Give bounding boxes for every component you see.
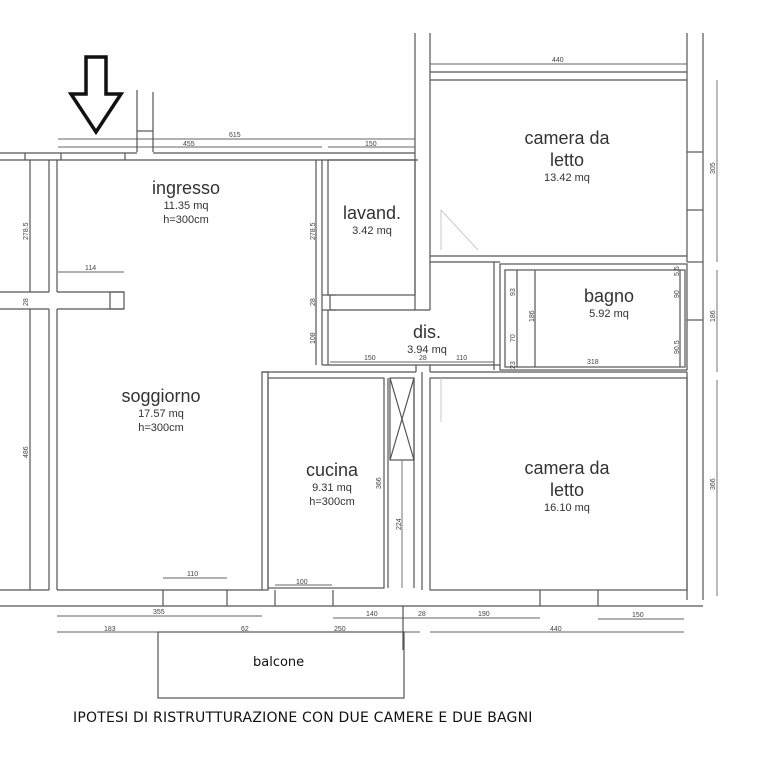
room-name: soggiorno <box>121 386 201 406</box>
dim-right-366: 366 <box>710 478 717 490</box>
room-lavanderia: lavand. 3.42 mq <box>343 202 401 238</box>
dim-right-186: 186 <box>710 310 717 322</box>
room-height: h=300cm <box>309 496 355 508</box>
room-name-line1: camera da <box>524 128 610 148</box>
dim-top-150: 150 <box>365 141 377 148</box>
room-area: 13.42 mq <box>544 172 590 184</box>
dim-bottom-150: 150 <box>632 612 644 619</box>
dim-bottom-140: 140 <box>366 611 378 618</box>
plan-caption: IPOTESI DI RISTRUTTURAZIONE CON DUE CAME… <box>73 710 533 726</box>
room-name: lavand. <box>342 203 402 223</box>
dim-bottom-250: 250 <box>334 626 346 633</box>
room-soggiorno: soggiorno 17.57 mq h=300cm <box>121 385 200 435</box>
room-area: 5.92 mq <box>589 308 629 320</box>
dim-left-28: 28 <box>23 298 30 306</box>
dim-dis-150: 150 <box>364 355 376 362</box>
room-name: ingresso <box>151 178 221 198</box>
dim-cucina-224: 224 <box>396 518 403 530</box>
dim-left-278-5: 278.5 <box>23 222 30 240</box>
room-area: 9.31 mq <box>312 482 352 494</box>
room-name: dis. <box>412 322 441 342</box>
room-area: 11.35 mq <box>163 200 209 212</box>
room-cucina: cucina 9.31 mq h=300cm <box>306 459 358 509</box>
dim-bottom-28: 28 <box>418 611 426 618</box>
dim-bagno-5-5: 5.5 <box>674 266 681 276</box>
dim-dis-110: 110 <box>456 355 468 362</box>
dim-dis-28: 28 <box>419 355 427 362</box>
dim-bagno-90: 90 <box>674 290 681 298</box>
dim-bottom-190: 190 <box>478 611 490 618</box>
dim-mid-108: 108 <box>310 332 317 344</box>
room-area: 17.57 mq <box>138 408 184 420</box>
dim-bagno-93: 93 <box>510 288 517 296</box>
dim-bagno-186: 186 <box>529 310 536 322</box>
dim-bagno-90-5: 90.5 <box>674 340 681 354</box>
dim-cucina-100: 100 <box>296 579 308 586</box>
room-name-line1: camera da <box>524 458 610 478</box>
dim-soggiorno-110: 110 <box>187 571 199 578</box>
room-disimpegno: dis. 3.94 mq <box>407 321 447 357</box>
room-area: 16.10 mq <box>544 502 590 514</box>
dim-ingresso-114: 114 <box>85 265 97 272</box>
room-name-line2: letto <box>549 150 585 170</box>
dim-left-486: 486 <box>23 446 30 458</box>
dim-bottom-183: 183 <box>104 626 116 633</box>
room-name: cucina <box>305 460 359 480</box>
dim-bagno-318: 318 <box>587 359 599 366</box>
dim-top-615: 615 <box>229 132 241 139</box>
dim-bagno-23: 23 <box>510 361 517 369</box>
dim-cucina-366: 366 <box>376 477 383 489</box>
room-height: h=300cm <box>138 422 184 434</box>
room-area: 3.42 mq <box>352 225 392 237</box>
room-name-line2: letto <box>549 480 585 500</box>
dim-bagno-70: 70 <box>510 334 517 342</box>
room-bagno: bagno 5.92 mq <box>584 285 634 321</box>
dim-right-305: 305 <box>710 162 717 174</box>
dim-bottom-440: 440 <box>550 626 562 633</box>
dim-bottom-355: 355 <box>153 609 165 616</box>
room-area: 3.94 mq <box>407 344 447 356</box>
dim-mid-278-5: 278.5 <box>310 222 317 240</box>
room-name: bagno <box>583 286 635 306</box>
dim-top-455: 455 <box>183 141 195 148</box>
room-camera-da-letto-1: camera da letto 13.42 mq <box>524 127 609 185</box>
room-balcone: balcone <box>253 655 305 670</box>
room-camera-da-letto-2: camera da letto 16.10 mq <box>524 457 609 515</box>
room-height: h=300cm <box>163 214 209 226</box>
dim-mid-28: 28 <box>310 298 317 306</box>
room-ingresso: ingresso 11.35 mq h=300cm <box>152 177 220 227</box>
dim-bottom-62: 62 <box>241 626 249 633</box>
dim-top-440: 440 <box>552 57 564 64</box>
arrow-down-icon <box>67 55 125 136</box>
